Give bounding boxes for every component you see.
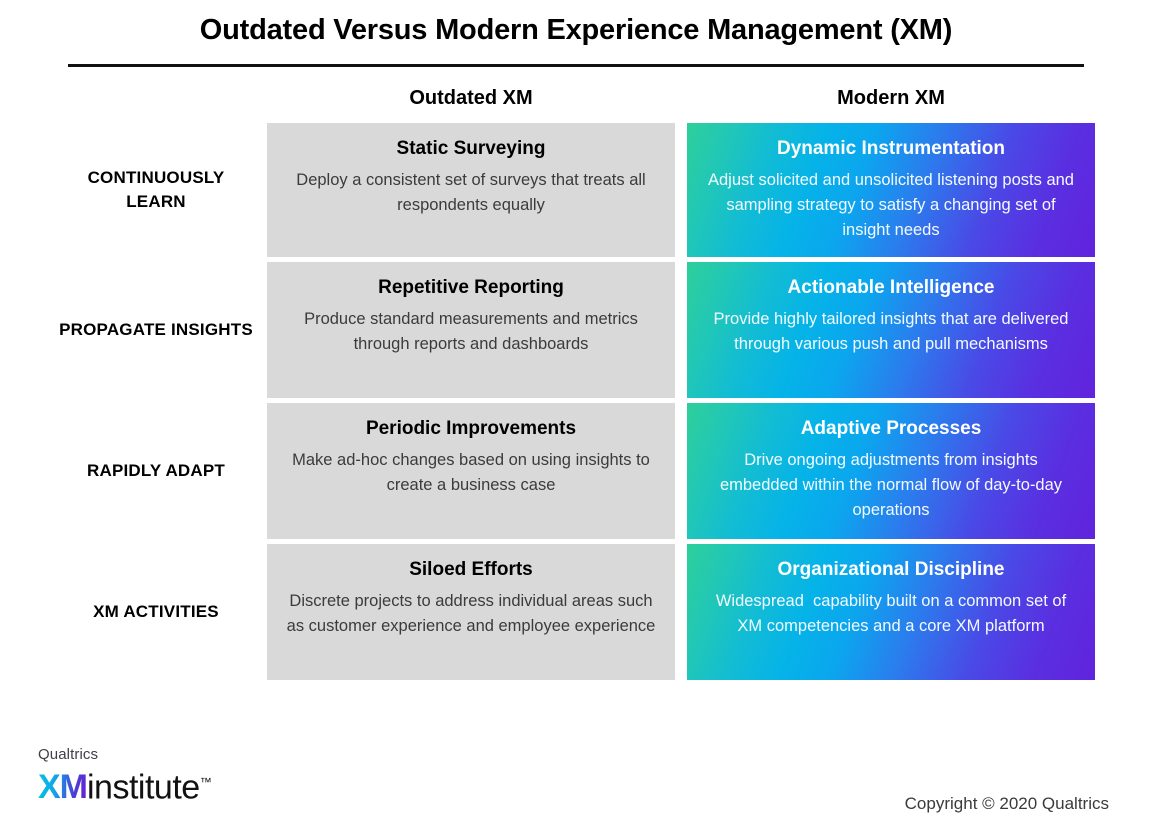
title-block: Outdated Versus Modern Experience Manage… <box>0 0 1152 67</box>
cell-heading: Adaptive Processes <box>800 418 982 439</box>
matrix-row: RAPIDLY ADAPT Periodic Improvements Make… <box>57 403 1095 539</box>
cell-body: Make ad-hoc changes based on using insig… <box>292 451 655 494</box>
cell-outdated-rapidly-adapt: Periodic Improvements Make ad-hoc change… <box>267 403 675 539</box>
footer: Qualtrics XMinstitute™ Copyright © 2020 … <box>0 708 1152 828</box>
logo-xm-text: XM <box>38 768 88 806</box>
cell-modern-continuously-learn: Dynamic Instrumentation Adjust solicited… <box>687 123 1095 257</box>
row-label-continuously-learn: CONTINUOUSLY LEARN <box>87 168 225 211</box>
cell-modern-propagate-insights: Actionable Intelligence Provide highly t… <box>687 262 1095 398</box>
cell-body: Discrete projects to address individual … <box>286 592 658 635</box>
matrix-row: XM ACTIVITIES Siloed Efforts Discrete pr… <box>57 544 1095 680</box>
cell-body: Provide highly tailored insights that ar… <box>713 310 1074 353</box>
column-headers: Outdated XM Modern XM <box>0 85 1152 111</box>
cell-outdated-continuously-learn: Static Surveying Deploy a consistent set… <box>267 123 675 257</box>
matrix-row: PROPAGATE INSIGHTS Repetitive Reporting … <box>57 262 1095 398</box>
cell-outdated-propagate-insights: Repetitive Reporting Produce standard me… <box>267 262 675 398</box>
page-title: Outdated Versus Modern Experience Manage… <box>199 14 953 46</box>
cell-heading: Static Surveying <box>396 138 546 159</box>
cell-heading: Periodic Improvements <box>365 418 577 439</box>
qualtrics-xm-institute-logo: Qualtrics XMinstitute™ <box>38 747 212 828</box>
cell-outdated-xm-activities: Siloed Efforts Discrete projects to addr… <box>267 544 675 680</box>
cell-heading: Actionable Intelligence <box>787 277 995 298</box>
row-label-rapidly-adapt: RAPIDLY ADAPT <box>87 461 225 480</box>
cell-heading: Siloed Efforts <box>409 559 533 580</box>
cell-body: Deploy a consistent set of surveys that … <box>296 171 651 214</box>
title-divider <box>68 64 1084 67</box>
trademark-icon: ™ <box>199 774 212 789</box>
cell-body: Adjust solicited and unsolicited listeni… <box>708 171 1079 239</box>
cell-body: Drive ongoing adjustments from insights … <box>719 451 1067 519</box>
logo-xm-institute-wordmark: XMinstitute™ <box>38 763 212 806</box>
cell-modern-rapidly-adapt: Adaptive Processes Drive ongoing adjustm… <box>687 403 1095 539</box>
cell-heading: Dynamic Instrumentation <box>776 138 1006 159</box>
column-header-outdated: Outdated XM <box>409 87 533 109</box>
matrix-row: CONTINUOUSLY LEARN Static Surveying Depl… <box>57 123 1095 257</box>
cell-body: Widespread capability built on a common … <box>715 592 1071 635</box>
copyright-text: Copyright © 2020 Qualtrics <box>904 794 1109 813</box>
column-header-modern: Modern XM <box>837 87 945 109</box>
row-label-propagate-insights: PROPAGATE INSIGHTS <box>59 320 253 339</box>
cell-body: Produce standard measurements and metric… <box>304 310 643 353</box>
cell-heading: Organizational Discipline <box>777 559 1005 580</box>
comparison-matrix: CONTINUOUSLY LEARN Static Surveying Depl… <box>0 123 1152 680</box>
row-label-xm-activities: XM ACTIVITIES <box>93 602 219 621</box>
cell-modern-xm-activities: Organizational Discipline Widespread cap… <box>687 544 1095 680</box>
logo-qualtrics-wordmark: Qualtrics <box>38 745 99 763</box>
cell-heading: Repetitive Reporting <box>378 277 564 298</box>
logo-institute-text: institute <box>87 768 200 806</box>
